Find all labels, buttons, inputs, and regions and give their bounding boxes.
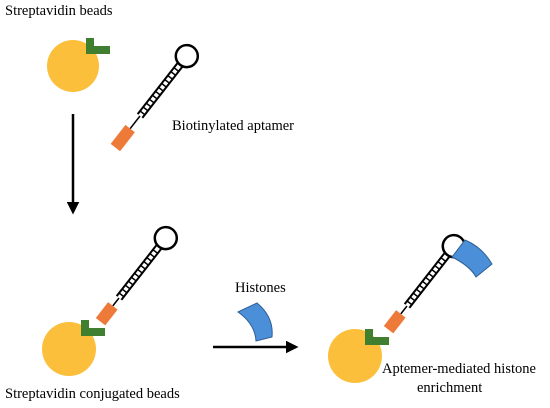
streptavidin-enriched <box>365 329 389 345</box>
biotin-tag <box>110 124 135 152</box>
bound-histone-icon <box>451 239 493 278</box>
streptavidin-conjugated <box>81 320 105 336</box>
enriched-bead <box>328 329 389 383</box>
histones-label: Histones <box>235 280 286 296</box>
biotin-tag <box>383 310 406 334</box>
aptamer-linker <box>400 305 408 315</box>
enrichment-label-line2: enrichment <box>417 380 482 396</box>
aptamer-loop <box>153 225 179 251</box>
streptavidin-bead-top <box>47 38 110 92</box>
streptavidin-conjugated-beads-label: Streptavidin conjugated beads <box>5 386 180 402</box>
histone-icon <box>237 302 273 342</box>
biotinylated-aptamer-label: Biotinylated aptamer <box>172 118 294 134</box>
aptamer-stem <box>403 251 447 305</box>
aptamer-base-pairs <box>139 67 180 116</box>
aptamer-base-pairs <box>118 249 159 298</box>
biotin-tag <box>95 302 118 326</box>
aptamer-stem <box>141 65 184 119</box>
aptamer-stem <box>120 247 163 301</box>
enrichment-label-line1: Aptemer-mediated histone <box>382 361 536 377</box>
streptavidin-beads-label: Streptavidin beads <box>5 3 113 19</box>
streptavidin-top <box>86 38 110 54</box>
aptamer-stem <box>408 255 451 309</box>
conjugated-bead <box>42 320 105 376</box>
biotinylated-aptamer-free <box>110 43 200 152</box>
biotinylated-aptamer-enriched <box>383 233 467 334</box>
aptamer-linker <box>112 297 120 307</box>
aptamer-linker <box>129 115 141 130</box>
biotinylated-aptamer-conjugated <box>95 225 179 326</box>
aptamer-loop <box>174 43 200 69</box>
aptamer-stem <box>136 61 180 115</box>
aptamer-base-pairs <box>406 257 447 306</box>
enrichment-label: Aptemer-mediated histone enrichment <box>382 361 540 396</box>
aptamer-stem <box>115 243 159 297</box>
